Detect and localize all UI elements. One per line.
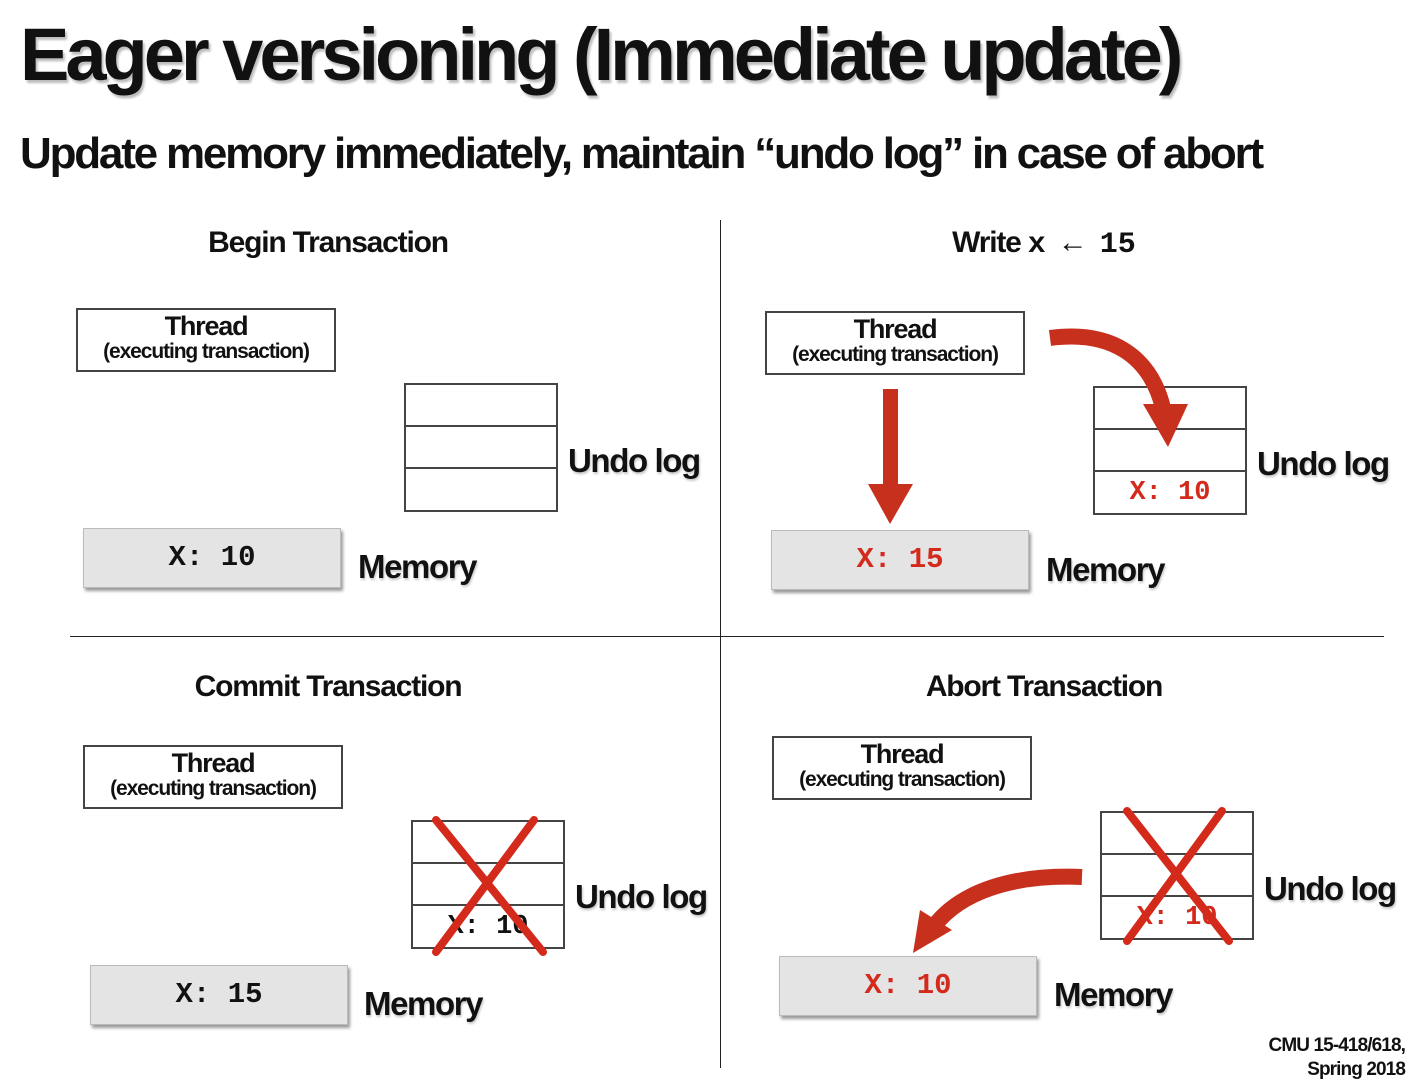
undo-log-row <box>1102 855 1252 897</box>
vertical-divider <box>720 220 721 1068</box>
thread-label: Thread <box>164 311 249 341</box>
thread-label: Thread <box>853 314 938 344</box>
thread-label: Thread <box>171 748 256 778</box>
undo-log-label: Undo log <box>1257 445 1390 482</box>
undo-log-row <box>406 427 556 469</box>
quadrant-title: Abort Transaction <box>925 670 1164 703</box>
thread-sublabel: (executing transaction) <box>799 768 1006 791</box>
course-label: CMU 15-418/618, <box>1268 1035 1406 1056</box>
memory-box: X: 10 <box>779 956 1037 1016</box>
thread-label: Thread <box>860 739 945 769</box>
undo-log-row <box>1095 430 1245 472</box>
horizontal-divider <box>70 636 1384 637</box>
undo-log-box: X: 10 <box>1093 386 1247 515</box>
undo-log-box: X: 10 <box>1100 811 1254 940</box>
undo-log-row: X: 10 <box>447 912 529 942</box>
write-code: x ← 15 <box>1027 228 1136 262</box>
undo-log-row <box>406 385 556 427</box>
undo-log-row <box>413 822 563 864</box>
quadrant-title: Begin Transaction <box>208 226 449 259</box>
term-label: Spring 2018 <box>1307 1059 1406 1080</box>
thread-sublabel: (executing transaction) <box>110 777 317 800</box>
memory-label: Memory <box>364 985 484 1022</box>
memory-label: Memory <box>1054 976 1174 1013</box>
undo-log-row: X: 10 <box>1129 478 1211 508</box>
thread-box: Thread (executing transaction) <box>772 736 1032 800</box>
thread-sublabel: (executing transaction) <box>792 343 999 366</box>
quadrant-title: Write x ← 15 <box>952 226 1136 262</box>
undo-log-box: X: 10 <box>411 820 565 949</box>
undo-log-label: Undo log <box>568 442 701 479</box>
memory-box: X: 10 <box>83 528 341 588</box>
undo-log-label: Undo log <box>575 878 708 915</box>
thread-sublabel: (executing transaction) <box>103 340 310 363</box>
thread-box: Thread (executing transaction) <box>83 745 343 809</box>
undo-log-row <box>1095 388 1245 430</box>
memory-box: X: 15 <box>771 530 1029 590</box>
curved-arrow-to-memory <box>913 868 1083 953</box>
quadrant-title: Commit Transaction <box>194 670 463 703</box>
page-title: Eager versioning (Immediate update) <box>20 13 1183 96</box>
thread-box: Thread (executing transaction) <box>76 308 336 372</box>
down-arrow <box>868 389 913 524</box>
thread-box: Thread (executing transaction) <box>765 311 1025 375</box>
write-label: Write <box>952 226 1022 259</box>
page-subtitle: Update memory immediately, maintain “und… <box>20 129 1264 178</box>
memory-label: Memory <box>358 548 478 585</box>
undo-log-label: Undo log <box>1264 870 1397 907</box>
undo-log-row <box>406 469 556 511</box>
undo-log-box <box>404 383 558 512</box>
memory-label: Memory <box>1046 551 1166 588</box>
memory-box: X: 15 <box>90 965 348 1025</box>
undo-log-row: X: 10 <box>1136 903 1218 933</box>
undo-log-row <box>413 864 563 906</box>
undo-log-row <box>1102 813 1252 855</box>
